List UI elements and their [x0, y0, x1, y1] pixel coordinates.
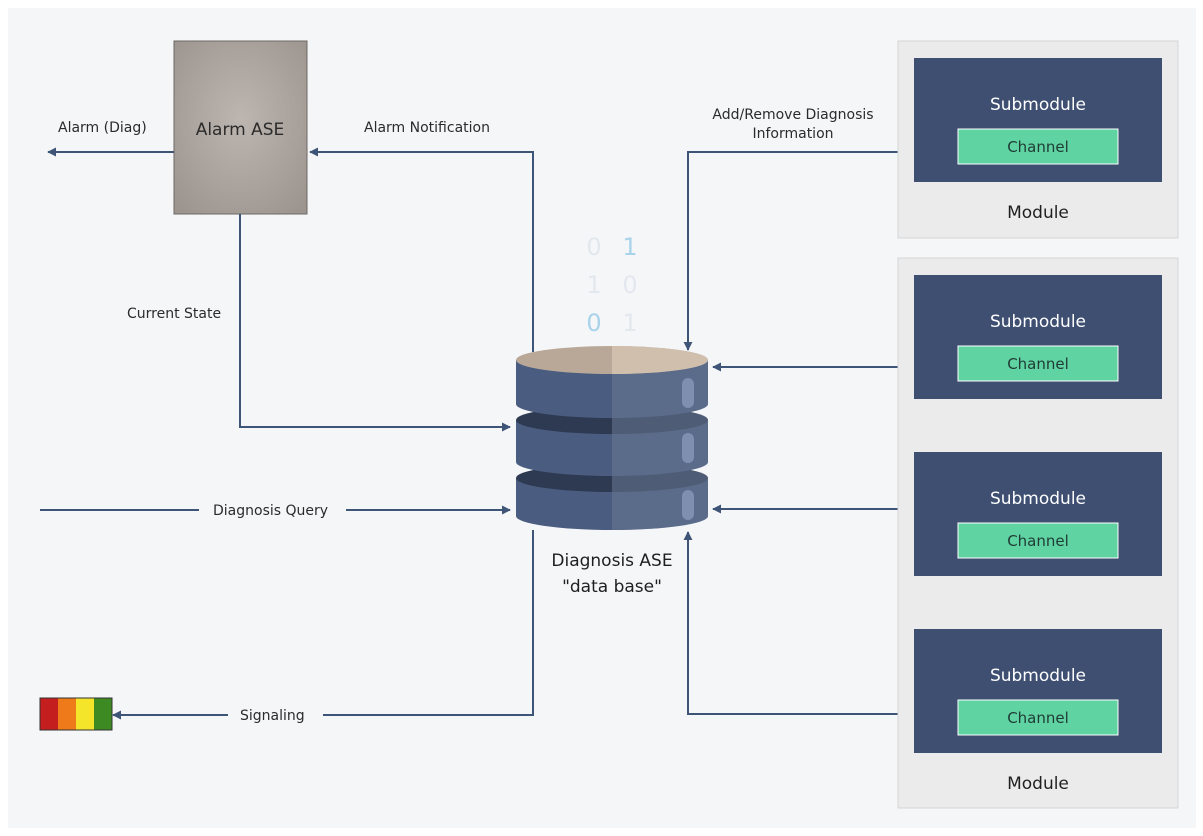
binary-digits: 0 1 1 0 0 1: [586, 233, 637, 337]
signal-bar: [39, 697, 113, 731]
channel-box: [957, 522, 1119, 559]
binary-digit: 1: [622, 309, 637, 337]
channel-box: [957, 699, 1119, 736]
submodule-label: Submodule: [990, 95, 1086, 115]
module-panel: Submodule Channel Module: [897, 40, 1179, 239]
alarm-notification-label: Alarm Notification: [364, 120, 490, 136]
alarm-ase-label: Alarm ASE: [196, 120, 285, 140]
binary-digit: 0: [622, 271, 637, 299]
current-state-arrow: [239, 214, 511, 432]
channel-label: Channel: [1007, 532, 1069, 550]
alarm-diag-label: Alarm (Diag): [58, 120, 147, 136]
module-label: Module: [1007, 203, 1069, 223]
binary-digit: 1: [622, 233, 637, 261]
database-label-line2: "data base": [562, 577, 662, 597]
alarm-notification-arrow: [309, 147, 534, 352]
signaling-line: [323, 530, 534, 716]
module-label: Module: [1007, 774, 1069, 794]
binary-digit: 1: [586, 271, 601, 299]
submodule-label: Submodule: [990, 312, 1086, 332]
database-label-line1: Diagnosis ASE: [551, 551, 672, 571]
channel-box: [957, 128, 1119, 165]
alarm-ase-box: Alarm ASE: [173, 40, 308, 215]
diagnosis-query-label: Diagnosis Query: [213, 503, 328, 519]
add-remove-arrow: [683, 151, 914, 351]
current-state-label: Current State: [127, 306, 221, 322]
channel-label: Channel: [1007, 709, 1069, 727]
add-remove-label-line2: Information: [752, 126, 833, 142]
channel-box: [957, 345, 1119, 382]
channel-label: Channel: [1007, 355, 1069, 373]
binary-digit: 0: [586, 309, 601, 337]
signaling-label: Signaling: [240, 708, 305, 724]
modules: Submodule Channel Module Submodule Chann…: [897, 40, 1179, 809]
submodule-label: Submodule: [990, 666, 1086, 686]
database-icon: [516, 346, 708, 530]
module-panel: Submodule Channel Submodule Channel Subm…: [897, 257, 1179, 809]
channel-label: Channel: [1007, 138, 1069, 156]
add-remove-label-line1: Add/Remove Diagnosis: [712, 107, 873, 123]
binary-digit: 0: [586, 233, 601, 261]
connectors: [40, 147, 914, 720]
submodule-3-arrow: [683, 531, 914, 715]
submodule-label: Submodule: [990, 489, 1086, 509]
